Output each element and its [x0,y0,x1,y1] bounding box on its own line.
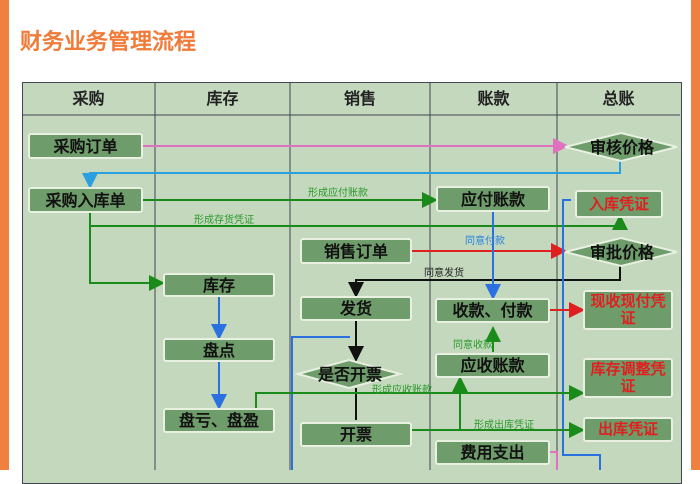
node-cash-voucher: 现收现付凭证 [583,290,673,330]
edge-label: 形成存货凭证 [194,215,254,226]
page-title: 财务业务管理流程 [20,30,197,55]
node-inbound-voucher: 入库凭证 [575,190,663,218]
connectors [22,82,680,470]
edge-label: 形成应收账款 [372,385,432,396]
node-purchase-receipt: 采购入库单 [28,187,143,213]
node-payable: 应付账款 [436,186,550,212]
node-collect-pay: 收款、付款 [435,298,550,323]
lane-header: 库存 [206,89,239,108]
edge-label: 同意收款 [453,340,493,351]
node-gain-loss: 盘亏、盘盈 [163,408,275,433]
node-adjust-voucher: 库存调整凭证 [583,358,673,398]
edge-label: 形成应付账款 [308,188,368,199]
approve-price-diamond [564,236,678,268]
node-sales-order: 销售订单 [300,238,412,264]
node-review-price: 审核价格 [589,137,654,157]
node-outbound-voucher: 出库凭证 [583,417,673,442]
node-invoice: 开票 [300,422,412,447]
node-inventory: 库存 [163,273,275,297]
lane-header: 销售 [343,89,376,108]
edge-label: 同意付款 [465,236,505,247]
edge-label: 形成出库凭证 [474,420,534,431]
edge-label: 同意发货 [424,268,464,279]
lane-header: 总账 [602,89,635,108]
node-approve-price: 审批价格 [589,242,654,262]
left-accent-bar [0,0,9,470]
right-accent-bar [691,0,700,470]
node-purchase-order: 采购订单 [28,133,143,159]
lane-header: 采购 [72,89,105,108]
lane-header: 账款 [477,89,510,108]
review-price-diamond [564,131,678,163]
node-receivable: 应收账款 [435,353,550,378]
node-expense: 费用支出 [435,440,550,465]
node-ship: 发货 [300,296,412,321]
node-stocktake: 盘点 [163,338,275,362]
invoice-decision-diamond [294,358,404,390]
node-invoice-question: 是否开票 [317,364,382,384]
